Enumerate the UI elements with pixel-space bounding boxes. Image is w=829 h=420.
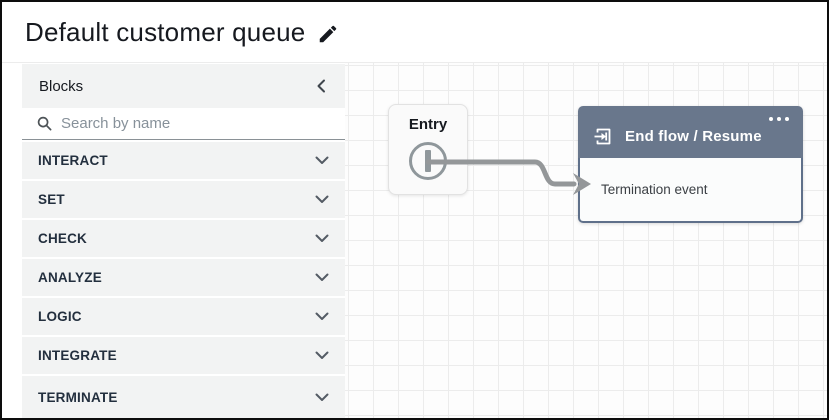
chevron-down-icon [315, 156, 329, 164]
chevron-down-icon [315, 351, 329, 359]
chevron-down-icon [315, 195, 329, 203]
sidebar-section-integrate[interactable]: INTEGRATE [22, 337, 345, 374]
sidebar-collapse-button[interactable] [314, 77, 328, 95]
section-label: CHECK [38, 231, 88, 246]
entry-block-label: Entry [408, 116, 448, 133]
section-label: INTERACT [38, 153, 108, 168]
sidebar-section-check[interactable]: CHECK [22, 220, 345, 257]
chevron-down-icon [315, 273, 329, 281]
blocks-sidebar: Blocks INTERACT [22, 64, 345, 418]
title-bar: Default customer queue [2, 2, 827, 62]
end-flow-block-body: Termination event [578, 158, 803, 223]
sidebar-section-set[interactable]: SET [22, 181, 345, 218]
section-label: TERMINATE [38, 389, 118, 405]
block-search [22, 108, 345, 140]
sidebar-section-terminate[interactable]: TERMINATE [22, 376, 345, 418]
entry-port-icon[interactable] [409, 142, 447, 180]
page-title: Default customer queue [25, 16, 306, 47]
chevron-down-icon [315, 234, 329, 242]
section-label: LOGIC [38, 309, 82, 324]
termination-event-label: Termination event [601, 182, 708, 197]
search-icon [37, 116, 52, 131]
flow-canvas[interactable]: Entry End flow / [345, 63, 827, 418]
end-flow-block-title: End flow / Resume [625, 127, 762, 145]
end-flow-icon [594, 128, 611, 144]
sidebar-section-analyze[interactable]: ANALYZE [22, 259, 345, 296]
pencil-icon[interactable] [317, 23, 339, 45]
section-label: SET [38, 192, 65, 207]
entry-block[interactable]: Entry [388, 104, 468, 195]
blocks-header-label: Blocks [39, 77, 84, 95]
section-label: ANALYZE [38, 270, 102, 285]
sidebar-section-interact[interactable]: INTERACT [22, 142, 345, 179]
chevron-left-icon [317, 79, 325, 93]
sidebar-section-logic[interactable]: LOGIC [22, 298, 345, 335]
end-flow-resume-block[interactable]: End flow / Resume Termination event [578, 106, 803, 223]
workspace: Blocks INTERACT [2, 62, 827, 418]
section-label: INTEGRATE [38, 348, 117, 363]
ellipsis-icon[interactable] [767, 115, 791, 123]
entry-port-bar [425, 150, 431, 172]
chevron-down-icon [315, 393, 329, 401]
search-input[interactable] [61, 115, 330, 132]
blocks-header: Blocks [22, 64, 345, 108]
end-flow-block-header[interactable]: End flow / Resume [578, 106, 803, 158]
chevron-down-icon [315, 312, 329, 320]
